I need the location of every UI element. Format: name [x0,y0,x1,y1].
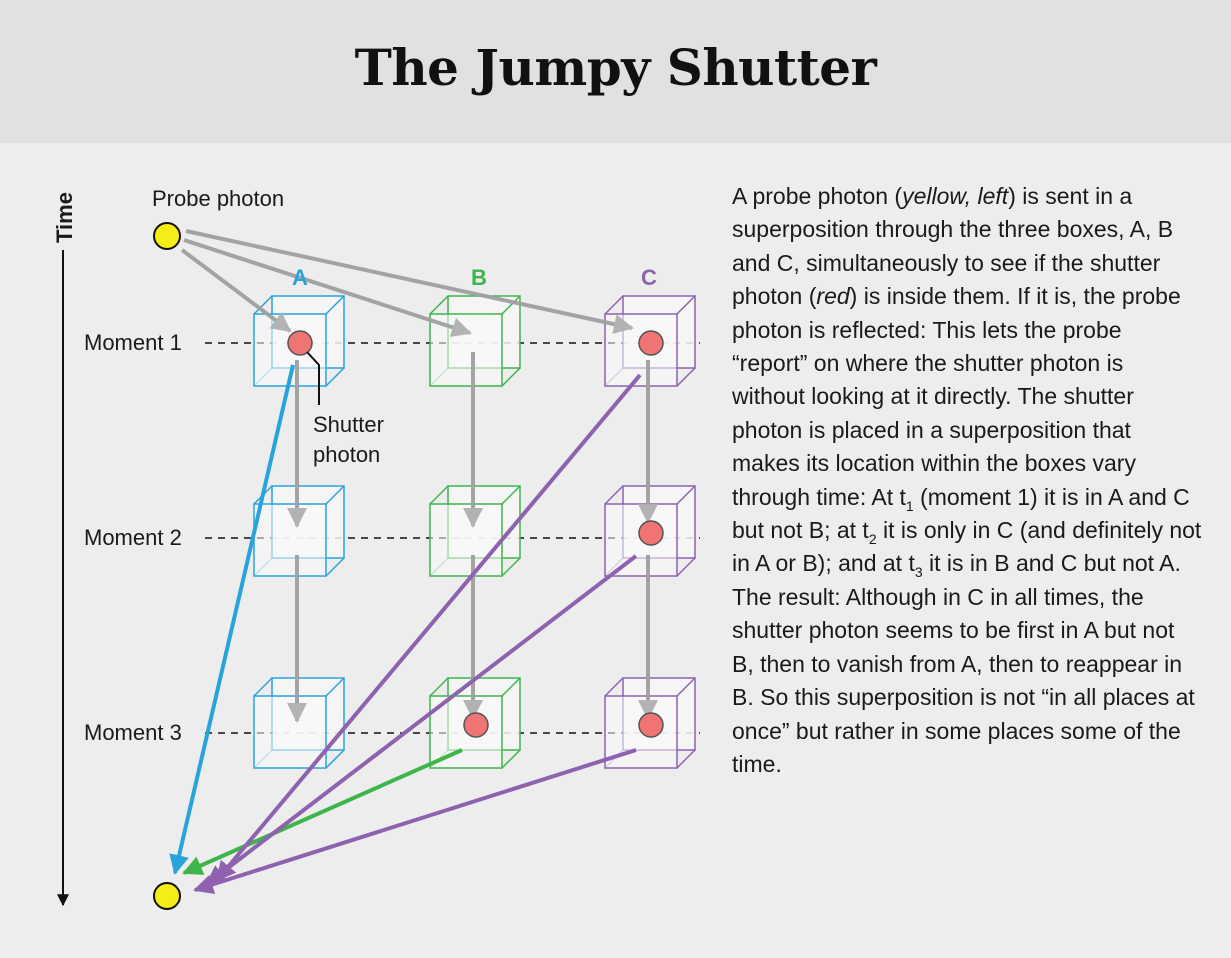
column-label-b: B [471,265,487,290]
reflection-b-moment-3 [182,748,463,875]
column-label-c: C [641,265,657,290]
page-title: The Jumpy Shutter [354,38,877,97]
reflection-a-moment-1 [169,364,295,875]
time-axis-label: Time [52,192,77,243]
moment-1-label: Moment 1 [84,330,182,355]
moment-3-label: Moment 3 [84,720,182,745]
shutter-photon-a-moment-1 [287,330,313,356]
reflection-c-moment-3 [193,748,637,895]
probe-photon-end [153,882,181,910]
box-c-moment-1 [604,295,696,387]
reflected-paths [169,364,642,895]
probe-incoming-paths [180,229,634,337]
column-label-a: A [292,265,308,290]
shutter-photons [287,330,664,738]
box-a-moment-3 [253,677,345,769]
shutter-callout-line [306,351,320,405]
moment-2-label: Moment 2 [84,525,182,550]
probe-photon-start [153,222,181,250]
shutter-photon-c-moment-2 [638,520,664,546]
probe-path-to-a [180,248,292,333]
probe-path-to-c [185,229,634,334]
shutter-photon-c-moment-1 [638,330,664,356]
box-b-moment-3 [429,677,521,769]
shutter-photon-label-line-1: Shutter [313,412,384,437]
reflection-c-moment-2 [205,554,638,886]
title-banner: The Jumpy Shutter [0,0,1231,143]
probe-photon-label: Probe photon [152,186,284,211]
shutter-photon-c-moment-3 [638,712,664,738]
probe-path-to-b [183,238,472,337]
shutter-photon-label-line-2: photon [313,442,380,467]
reflection-c-moment-1 [215,373,642,882]
probe-through-time-paths [287,352,658,723]
explanation-text: A probe photon (yellow, left) is sent in… [732,183,1202,777]
shutter-photon-b-moment-3 [463,712,489,738]
